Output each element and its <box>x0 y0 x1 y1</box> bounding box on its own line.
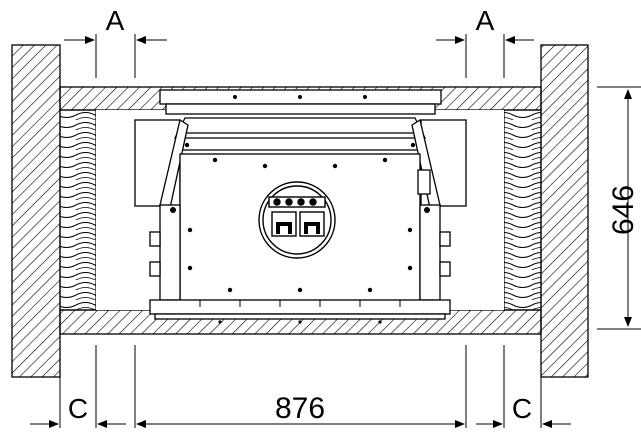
dimension-a-right-label: A <box>476 5 495 36</box>
dimension-width-label: 876 <box>275 392 325 425</box>
left-insulation <box>59 109 97 311</box>
right-insulation <box>503 109 542 311</box>
dimension-a-left-label: A <box>106 5 125 36</box>
fireplace-unit <box>134 89 467 320</box>
unit-screws <box>170 95 430 324</box>
dimension-c-right-label: C <box>512 393 532 424</box>
extension-lines <box>59 34 641 428</box>
flue-connector <box>258 181 336 259</box>
dimension-c-left-label: C <box>68 393 88 424</box>
dimension-height-label: 646 <box>607 185 640 235</box>
unit-base <box>149 299 451 315</box>
left-wall <box>11 44 61 378</box>
right-wall <box>540 44 589 378</box>
